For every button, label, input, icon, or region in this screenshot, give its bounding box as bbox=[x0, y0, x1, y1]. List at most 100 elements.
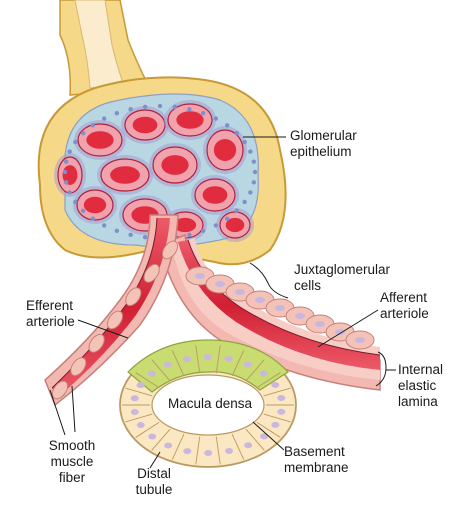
cell-boundary bbox=[171, 350, 185, 377]
podocyte-nucleus bbox=[128, 232, 133, 237]
label-line: tubule bbox=[135, 482, 173, 497]
capillary-loops bbox=[54, 100, 258, 242]
juxtaglomerular-cell-layer bbox=[185, 266, 375, 350]
smooth-muscle-cell bbox=[88, 333, 105, 353]
cell-boundary bbox=[151, 428, 171, 451]
leader-juxtaglomerular-cells bbox=[249, 262, 289, 299]
cell-boundary bbox=[215, 345, 221, 374]
podocyte-nucleus bbox=[213, 223, 219, 228]
label-glomerular-epithelium: Glomerular epithelium bbox=[290, 128, 357, 160]
smooth-muscle-cell bbox=[161, 240, 179, 260]
podocyte-nucleus bbox=[67, 149, 72, 154]
podocyte-nucleus bbox=[63, 180, 69, 185]
cell-boundary bbox=[125, 413, 153, 423]
capillary-lumen bbox=[132, 116, 158, 134]
podocyte-nucleus bbox=[242, 139, 247, 145]
podocyte-nucleus bbox=[63, 159, 69, 164]
capillary-lumen bbox=[161, 155, 189, 175]
label-line: membrane bbox=[284, 460, 349, 475]
capillary-lumen bbox=[213, 139, 237, 161]
label-line: Basement bbox=[284, 444, 345, 459]
podocyte-nucleus bbox=[172, 104, 178, 110]
cell-nucleus bbox=[136, 422, 145, 429]
label-afferent-arteriole: Afferent arteriole bbox=[380, 290, 429, 322]
label-smooth-muscle-fiber: Smooth muscle fiber bbox=[44, 438, 100, 486]
cell-nucleus bbox=[163, 361, 172, 368]
podocyte-nucleus bbox=[128, 107, 133, 112]
cell-nucleus bbox=[147, 370, 156, 377]
cell-nucleus bbox=[183, 448, 192, 455]
capillary-lumen bbox=[62, 165, 78, 185]
cell-boundary bbox=[215, 436, 221, 465]
leader-distal-tubule bbox=[149, 451, 161, 469]
podocyte-nucleus bbox=[251, 159, 257, 164]
label-line: Internal bbox=[398, 362, 444, 377]
podocyte-nucleus bbox=[73, 139, 78, 145]
podocyte-nucleus bbox=[101, 116, 107, 121]
cell-boundary bbox=[151, 359, 171, 382]
leader-basement-membrane bbox=[252, 421, 285, 451]
podocyte-nucleus bbox=[142, 104, 148, 110]
cell-nucleus bbox=[355, 337, 365, 343]
capillary-lumen bbox=[110, 166, 140, 184]
label-juxtaglomerular-cells: Juxtaglomerular cells bbox=[294, 262, 390, 294]
podocyte-nucleus bbox=[90, 123, 96, 128]
cell-nucleus bbox=[235, 289, 245, 295]
cell-boundary bbox=[256, 372, 281, 389]
label-line: Afferent bbox=[380, 290, 428, 305]
label-line: elastic bbox=[398, 378, 437, 393]
efferent-arteriole bbox=[44, 214, 179, 407]
label-line: lamina bbox=[398, 394, 438, 409]
bracket-internal-elastic-lamina bbox=[375, 351, 387, 387]
cell-nucleus bbox=[295, 313, 305, 319]
podocyte-nucleus bbox=[251, 180, 257, 185]
leader-efferent-arteriole bbox=[77, 319, 129, 339]
label-distal-tubule: Distal tubule bbox=[126, 466, 182, 498]
cell-boundary bbox=[263, 413, 291, 423]
capillary-lumen bbox=[202, 186, 228, 204]
label-line: Smooth bbox=[48, 438, 96, 453]
cell-nucleus bbox=[164, 442, 173, 449]
smooth-muscle-cell bbox=[125, 287, 142, 307]
cell-nucleus bbox=[275, 305, 285, 311]
podocyte-nucleus bbox=[234, 131, 240, 136]
podocyte-nucleus bbox=[224, 216, 230, 221]
label-line: Efferent bbox=[26, 298, 74, 313]
podocyte-nucleus bbox=[213, 116, 219, 121]
podocyte-nucleus bbox=[114, 228, 120, 234]
cell-boundary bbox=[263, 387, 291, 397]
cell-nucleus bbox=[277, 408, 286, 415]
podocyte-nucleus bbox=[200, 228, 206, 234]
capillary-lumen bbox=[86, 131, 114, 149]
podocyte-nucleus bbox=[157, 103, 163, 109]
label-line: Glomerular bbox=[290, 128, 357, 143]
cell-nucleus bbox=[277, 395, 286, 402]
cell-nucleus bbox=[259, 370, 268, 377]
podocyte-nucleus bbox=[114, 110, 120, 116]
leader-afferent-arteriole bbox=[317, 309, 379, 348]
cell-boundary bbox=[256, 421, 281, 438]
cell-nucleus bbox=[130, 395, 139, 402]
cell-nucleus bbox=[315, 321, 325, 327]
distal-tubule bbox=[119, 339, 297, 468]
capillary-lumen bbox=[173, 217, 197, 233]
cell-nucleus bbox=[260, 433, 269, 440]
cell-boundary bbox=[135, 421, 160, 438]
podocyte-nucleus bbox=[252, 169, 258, 175]
cell-nucleus bbox=[335, 329, 345, 335]
cell-boundary bbox=[245, 428, 265, 451]
podocyte-nucleus bbox=[73, 199, 78, 205]
smooth-muscle-cell-layer bbox=[51, 240, 179, 400]
podocyte-nucleus bbox=[80, 131, 86, 136]
podocyte-nucleus bbox=[187, 232, 192, 237]
cell-nucleus bbox=[195, 273, 205, 279]
cell-nucleus bbox=[224, 355, 233, 362]
cell-boundary bbox=[231, 433, 245, 460]
label-efferent-arteriole: Efferent arteriole bbox=[26, 298, 75, 330]
podocyte-nucleus bbox=[62, 169, 68, 175]
label-line: Distal bbox=[137, 466, 171, 481]
cell-boundary bbox=[195, 436, 201, 465]
label-line: muscle bbox=[50, 454, 94, 469]
